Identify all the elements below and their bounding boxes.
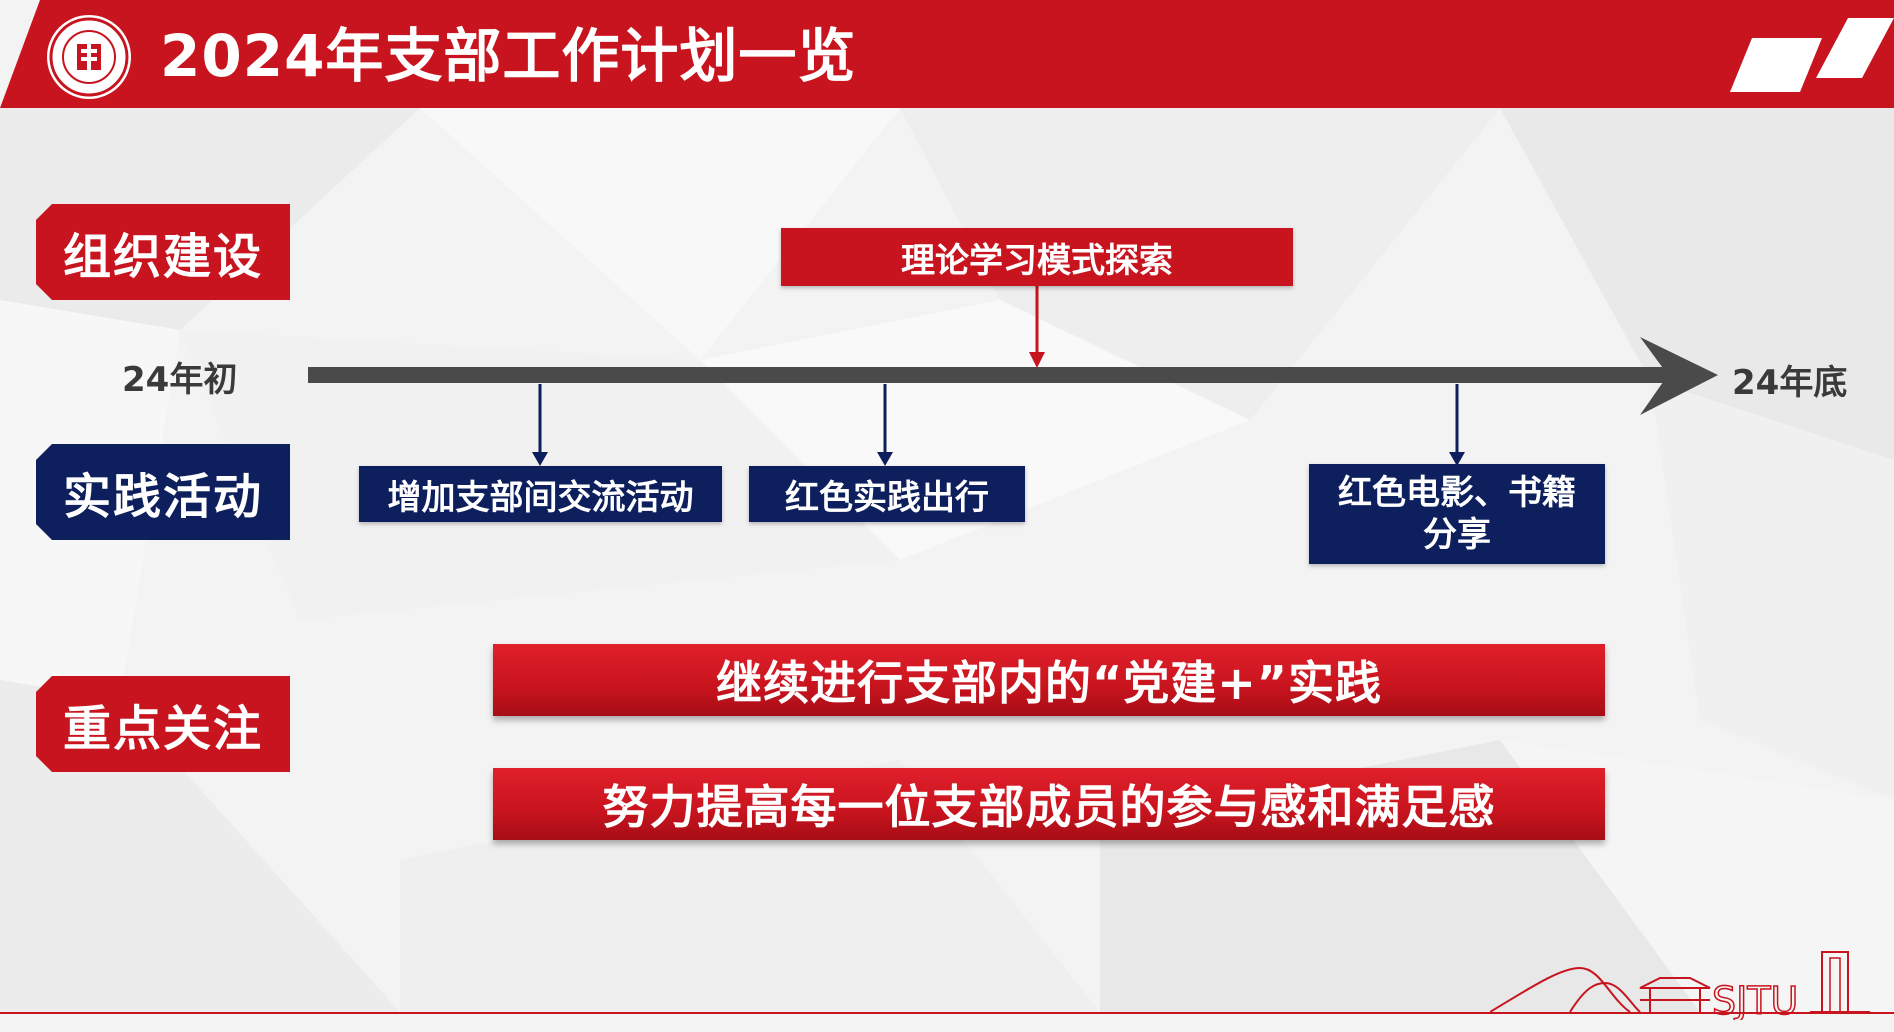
university-seal-icon xyxy=(46,14,132,100)
event-share-movies-books: 红色电影、书籍 分享 xyxy=(1309,464,1605,564)
section-practice-label: 实践活动 xyxy=(36,444,290,540)
page-title: 2024年支部工作计划一览 xyxy=(160,22,857,90)
timeline-end-label: 24年底 xyxy=(1732,363,1848,403)
focus-item-party-building: 继续进行支部内的“党建+”实践 xyxy=(493,644,1605,716)
event-theory-study: 理论学习模式探索 xyxy=(781,228,1293,286)
event-red-trip: 红色实践出行 xyxy=(749,466,1025,522)
footer-line xyxy=(0,1012,1894,1014)
focus-item-participation: 努力提高每一位支部成员的参与感和满足感 xyxy=(493,768,1605,840)
event-exchange-activity: 增加支部间交流活动 xyxy=(359,466,722,522)
campus-gate-icon: SJTU xyxy=(1490,951,1870,1020)
footer-brand: SJTU xyxy=(1712,979,1798,1020)
section-organization-label: 组织建设 xyxy=(36,204,290,300)
header-bar xyxy=(0,0,1894,108)
event-share-line1: 红色电影、书籍 xyxy=(1338,473,1576,513)
header-decoration xyxy=(1730,18,1894,92)
section-focus-label: 重点关注 xyxy=(36,676,290,772)
event-share-line2: 分享 xyxy=(1423,515,1491,555)
timeline-start-label: 24年初 xyxy=(122,360,238,400)
